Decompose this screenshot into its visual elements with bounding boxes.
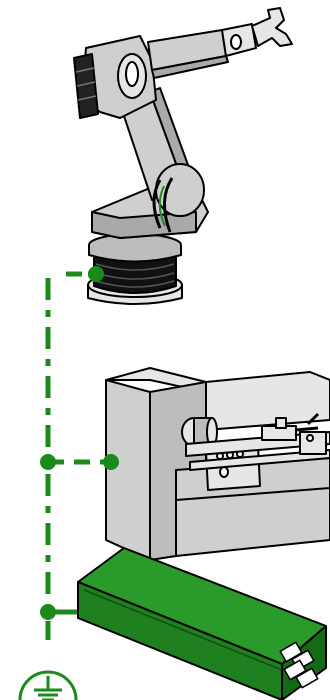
- industrial-robot-arm-icon: [73, 7, 293, 305]
- robot-junction-dot: [88, 266, 104, 282]
- junction-points: [40, 266, 119, 620]
- lathe-machine-icon: [105, 367, 330, 561]
- lathe-junction-dot: [103, 454, 119, 470]
- cable-trunking-icon: [77, 547, 327, 700]
- protective-earth-icon: [18, 670, 78, 700]
- lathe-left-junction-dot: [40, 454, 56, 470]
- duct-junction-dot: [40, 604, 56, 620]
